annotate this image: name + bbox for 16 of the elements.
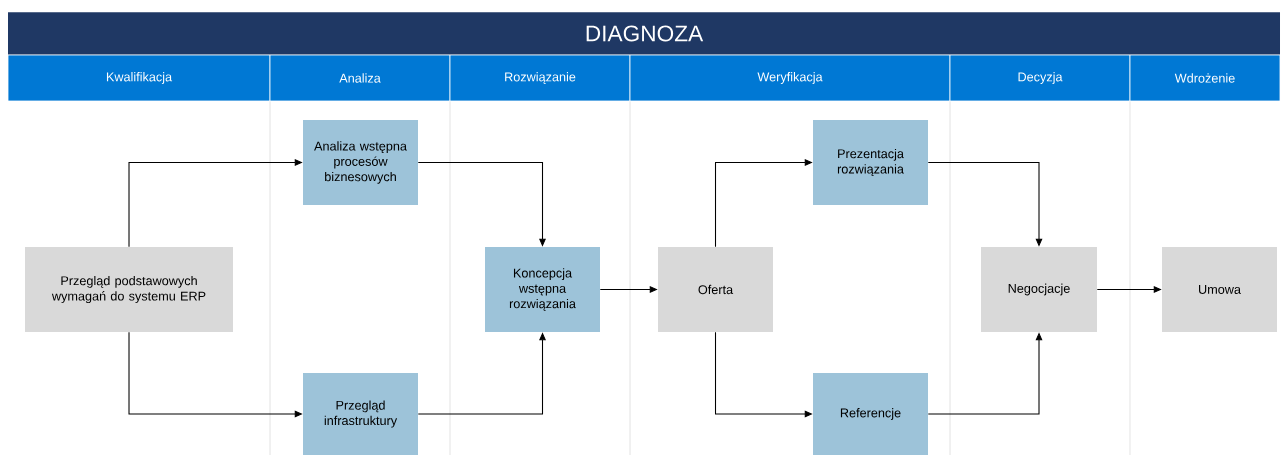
process-box: Przegląd podstawowych wymagań do systemu ERP [25,247,233,332]
column-header: Kwalifikacja [7,54,271,102]
process-box: Prezentacja rozwiązania [813,120,928,205]
column-header: Weryfikacja [629,54,951,102]
process-box: Negocjacje [981,247,1097,332]
column-header: Rozwiązanie [449,54,631,102]
column-header: Decyzja [949,54,1131,102]
process-box: Umowa [1162,247,1277,332]
column-header: Analiza [269,54,451,102]
title-banner: DIAGNOZA [8,12,1280,55]
column-header: Wdrożenie [1129,54,1281,102]
process-box: Oferta [658,247,773,332]
process-box: Koncepcja wstępna rozwiązania [485,247,600,332]
process-box: Analiza wstępna procesów biznesowych [303,120,418,205]
process-box: Przegląd infrastruktury [303,373,418,455]
process-box: Referencje [813,373,928,455]
